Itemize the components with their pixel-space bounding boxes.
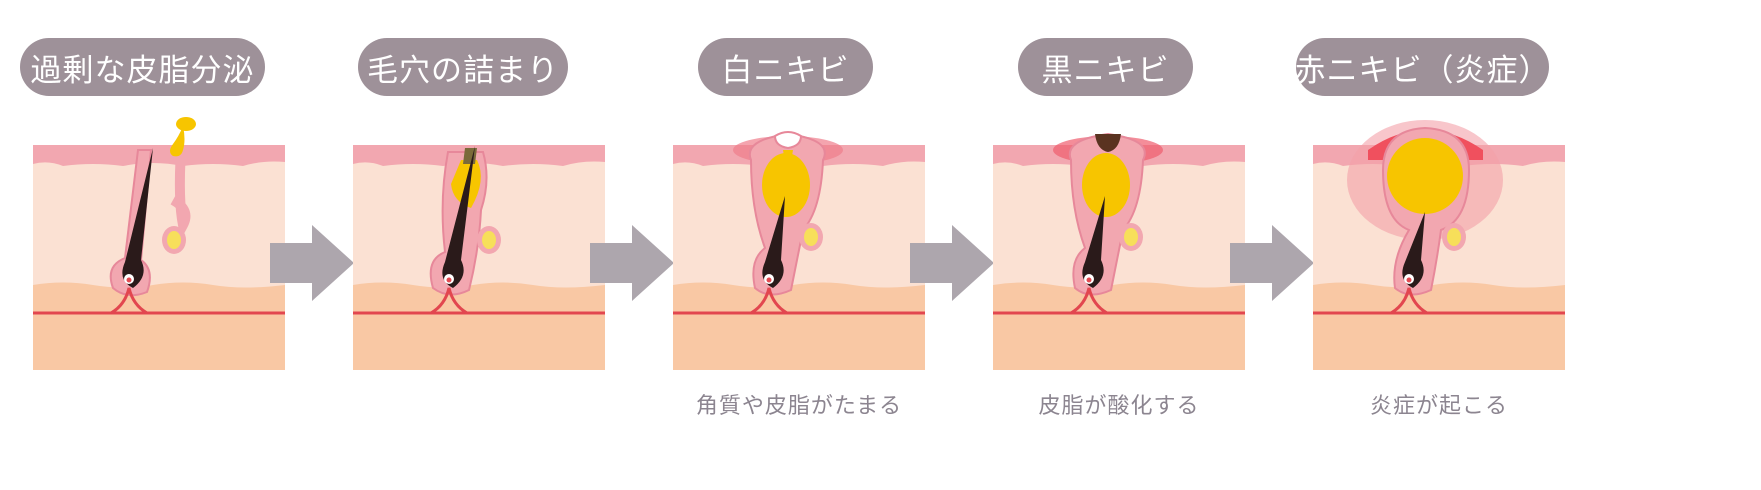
- skin-layers: [33, 145, 285, 370]
- sebum-blob: [1387, 138, 1463, 214]
- blood-vessel: [430, 287, 468, 315]
- stage-2-title: 毛穴の詰まり: [358, 38, 568, 96]
- hair-shaft: [1082, 196, 1105, 288]
- sebaceous-gland-icon: [167, 231, 181, 249]
- stage-5-caption: 炎症が起こる: [1369, 394, 1508, 419]
- stage-3-illustration: [673, 131, 925, 370]
- arrow-right-icon: [1230, 225, 1314, 301]
- stage-2-illustration: [353, 145, 605, 370]
- stage-5-illustration: [1313, 120, 1565, 370]
- stage-3-caption: 角質や皮脂がたまる: [695, 394, 903, 419]
- hair-shaft: [1402, 212, 1425, 288]
- hair-shaft: [762, 196, 785, 288]
- stage-1-title: 過剰な皮脂分泌: [20, 38, 265, 96]
- stage-4-title: 黒ニキビ: [1018, 38, 1193, 96]
- stage-4-caption: 皮脂が酸化する: [1038, 394, 1200, 419]
- blood-vessel: [1390, 287, 1428, 315]
- stage-1-illustration: [33, 117, 285, 370]
- oxidized-plug: [1095, 134, 1121, 152]
- hair-shaft: [122, 148, 153, 288]
- sebum-droplet-icon: [170, 126, 185, 157]
- keratin-plug: [773, 131, 803, 150]
- arrow-right-icon: [270, 225, 354, 301]
- arrow-right-icon: [910, 225, 994, 301]
- stage-5-title: 赤ニキビ（炎症）: [1295, 38, 1550, 96]
- hair-shaft: [442, 146, 475, 288]
- stage-4-illustration: [993, 132, 1245, 370]
- hair-follicle-icon: [163, 145, 191, 240]
- sebum-blob: [1082, 153, 1130, 217]
- stage-3-title: 白ニキビ: [698, 38, 873, 96]
- arrow-right-icon: [590, 225, 674, 301]
- blood-vessel: [110, 287, 148, 315]
- sebum-blob: [762, 153, 810, 217]
- blood-vessel: [1070, 287, 1108, 315]
- blood-vessel: [750, 287, 788, 315]
